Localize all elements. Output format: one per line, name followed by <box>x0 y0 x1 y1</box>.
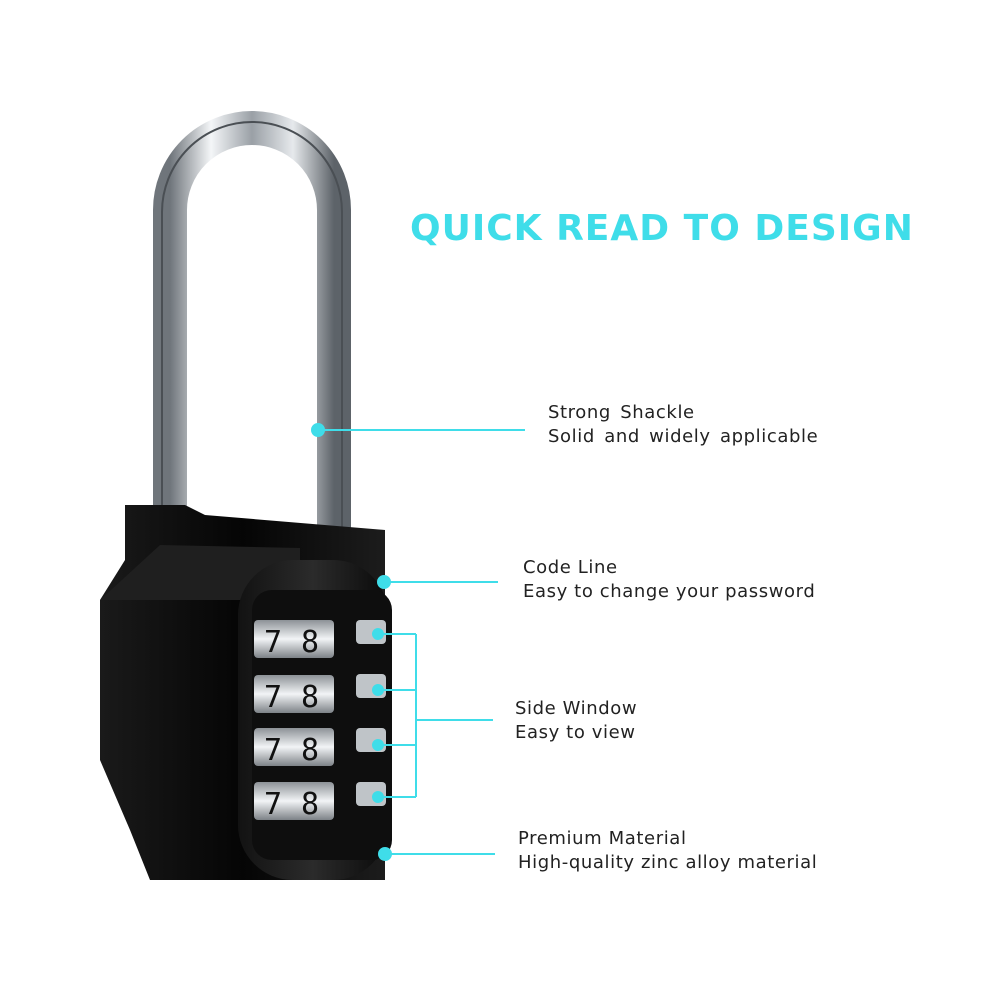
callout-leader-shackle <box>311 423 525 437</box>
callout-code-line: Code Line Easy to change your password <box>523 556 815 604</box>
dial-2-left-digit: 7 <box>264 680 282 715</box>
shackle <box>153 111 351 545</box>
callout-title: Strong Shackle <box>548 402 695 423</box>
dial-3-left-digit: 7 <box>264 733 282 768</box>
headline: QUICK READ TO DESIGN <box>410 208 914 249</box>
dial-row-4: 7 8 <box>254 782 334 822</box>
dial-4-left-digit: 7 <box>264 787 282 822</box>
dial-1-left-digit: 7 <box>264 625 282 660</box>
callout-side-window: Side Window Easy to view <box>515 697 637 745</box>
callout-premium-material: Premium Material High-quality zinc alloy… <box>518 827 817 875</box>
callout-leader-side-window <box>372 628 493 803</box>
callout-subtitle: Easy to view <box>515 722 636 743</box>
dial-4-right-digit: 8 <box>301 787 319 822</box>
callout-title: Code Line <box>523 557 618 578</box>
callout-title: Side Window <box>515 698 638 719</box>
dial-2-right-digit: 8 <box>301 680 319 715</box>
dial-row-3: 7 8 <box>254 728 334 768</box>
dial-row-2: 7 8 <box>254 675 334 715</box>
callout-strong-shackle: Strong Shackle Solid and widely applicab… <box>548 401 818 449</box>
callout-subtitle: High-quality zinc alloy material <box>518 852 818 873</box>
callout-subtitle: Solid and widely applicable <box>548 426 819 447</box>
dial-row-1: 7 8 <box>254 620 334 660</box>
dial-3-right-digit: 8 <box>301 733 319 768</box>
callout-subtitle: Easy to change your password <box>523 581 816 602</box>
callout-leader-material <box>378 847 495 861</box>
dial-1-right-digit: 8 <box>301 625 319 660</box>
callout-leader-code-line <box>377 575 498 589</box>
callout-title: Premium Material <box>518 828 687 849</box>
